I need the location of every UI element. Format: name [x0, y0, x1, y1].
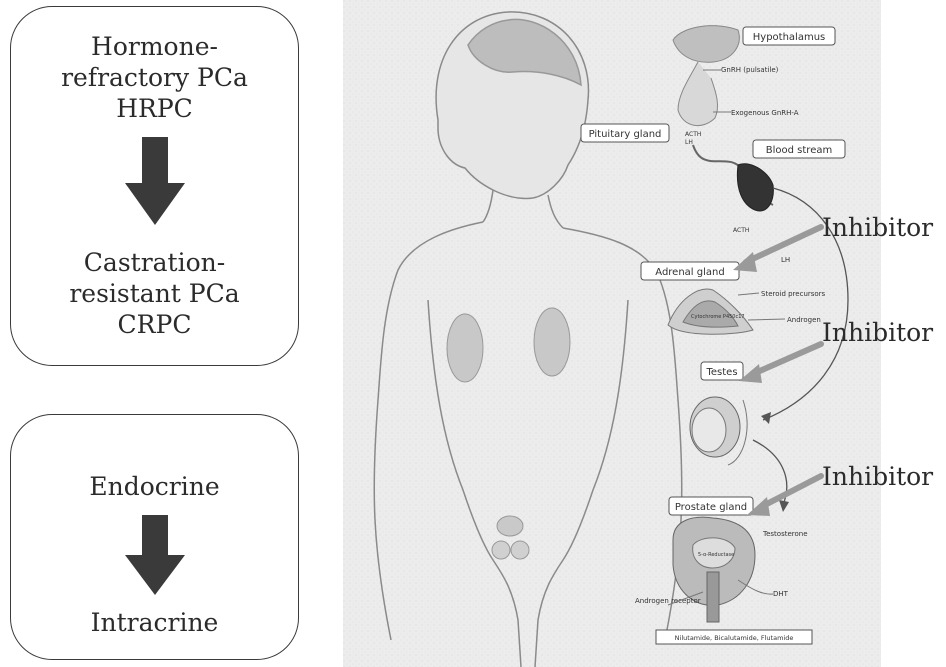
inhibitor-label-testes: Inhibitor [822, 318, 933, 347]
svg-text:Exogenous GnRH-A: Exogenous GnRH-A [731, 109, 799, 117]
svg-text:ACTH: ACTH [685, 131, 701, 138]
svg-text:Testosterone: Testosterone [762, 530, 808, 538]
svg-text:LH: LH [685, 139, 693, 146]
svg-text:Androgen: Androgen [787, 316, 821, 324]
svg-text:Nilutamide, Bicalutamide, Flut: Nilutamide, Bicalutamide, Flutamide [675, 634, 794, 642]
illustration-background [343, 0, 881, 667]
anatomy-illustration: Hypothalamus GnRH (pulsatile) Exogenous … [343, 0, 881, 667]
svg-text:ACTH: ACTH [733, 227, 749, 234]
kidney-right [534, 308, 570, 376]
svg-text:Androgen receptor: Androgen receptor [635, 597, 701, 605]
svg-text:Hypothalamus: Hypothalamus [753, 32, 826, 43]
intracrine-label: Intracrine [11, 607, 298, 638]
svg-text:Testes: Testes [705, 367, 737, 378]
hrpc-crpc-box: Hormone- refractory PCa HRPC Castration-… [10, 6, 299, 366]
inhibitor-label-adrenal: Inhibitor [822, 213, 933, 242]
prostate-small [497, 516, 523, 536]
svg-text:Pituitary gland: Pituitary gland [589, 129, 662, 140]
svg-text:Steroid precursors: Steroid precursors [761, 290, 826, 298]
svg-text:Prostate gland: Prostate gland [675, 502, 747, 513]
svg-text:GnRH (pulsatile): GnRH (pulsatile) [721, 66, 779, 74]
endocrine-intracrine-box: Endocrine Intracrine [10, 414, 299, 660]
svg-text:Blood stream: Blood stream [766, 145, 832, 156]
inhibitor-label-prostate: Inhibitor [822, 462, 933, 491]
hrpc-label: Hormone- refractory PCa HRPC [11, 31, 298, 124]
down-arrow-icon [125, 515, 185, 597]
svg-text:Cytochrome P450c17: Cytochrome P450c17 [691, 314, 745, 320]
kidney-left [447, 314, 483, 382]
endocrine-label: Endocrine [11, 471, 298, 502]
svg-text:Adrenal gland: Adrenal gland [655, 267, 724, 278]
crpc-label: Castration- resistant PCa CRPC [11, 247, 298, 340]
svg-text:LH: LH [781, 256, 790, 264]
svg-text:5-α-Reductase: 5-α-Reductase [698, 552, 734, 558]
svg-text:DHT: DHT [773, 590, 789, 598]
down-arrow-icon [125, 137, 185, 227]
